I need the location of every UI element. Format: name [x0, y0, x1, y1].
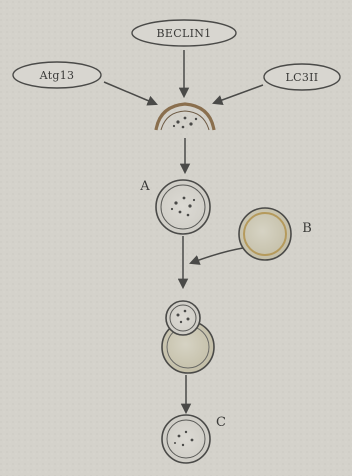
label-a: A	[139, 179, 150, 194]
vesicle-c	[162, 415, 210, 463]
label-c: C	[216, 415, 226, 430]
label-b: B	[302, 221, 312, 236]
beclin1-node: BECLIN1	[132, 20, 236, 46]
lc3ii-label: LC3II	[286, 71, 319, 84]
lysosome-b	[239, 208, 291, 260]
beclin1-label: BECLIN1	[157, 27, 212, 40]
atg13-node: Atg13	[13, 62, 101, 88]
atg13-label: Atg13	[39, 69, 75, 82]
lc3ii-node: LC3II	[264, 64, 340, 90]
autophagosome-a	[156, 180, 210, 234]
